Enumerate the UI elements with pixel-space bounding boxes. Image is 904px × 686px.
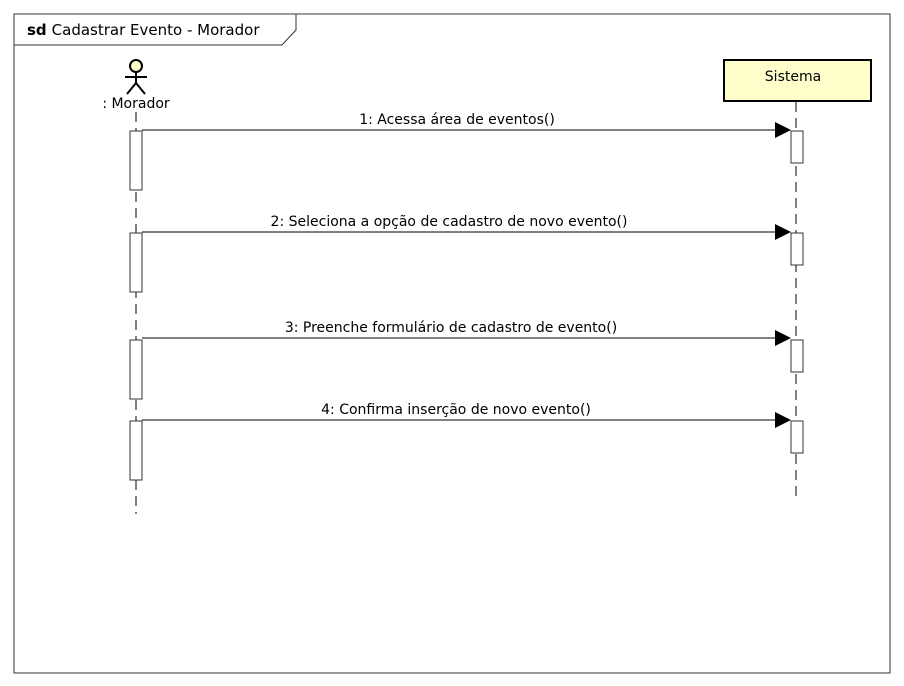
message-3-arrowhead [775,330,791,346]
participant-box-sistema [723,59,872,102]
actor-left-leg [126,82,137,95]
frame-title-tab [13,13,297,46]
actor-activation-3 [129,339,143,400]
message-1-label: 1: Acessa área de eventos() [359,112,555,128]
message-4-label: 4: Confirma inserção de novo evento() [321,402,591,418]
actor-stick-figure-icon [125,59,147,95]
sistema-activation-4 [790,420,804,454]
sistema-activation-1 [790,130,804,164]
message-1: 1: Acessa área de eventos() [129,112,804,191]
sistema-activation-3 [790,339,804,373]
actor-right-leg [135,82,146,95]
message-2: 2: Seleciona a opção de cadastro de novo… [129,214,804,293]
frame-title-text: Cadastrar Evento - Morador [52,21,261,39]
message-3-label: 3: Preenche formulário de cadastro de ev… [285,320,617,336]
actor-activation-2 [129,232,143,293]
actor-activation-1 [129,130,143,191]
actor-head [129,59,143,73]
message-2-label: 2: Seleciona a opção de cadastro de novo… [271,214,628,230]
actor-name: : Morador [102,96,170,112]
participant-name: Sistema [765,69,821,85]
diagram-frame [13,13,891,674]
actor-activation-4 [129,420,143,481]
message-1-arrowhead [775,122,791,138]
message-4-arrowhead [775,412,791,428]
message-2-arrowhead [775,224,791,240]
message-3: 3: Preenche formulário de cadastro de ev… [129,320,804,400]
frame-keyword: sd [27,21,47,39]
frame-title: sd Cadastrar Evento - Morador [27,21,260,39]
sistema-activation-2 [790,232,804,266]
message-4: 4: Confirma inserção de novo evento() [129,402,804,481]
